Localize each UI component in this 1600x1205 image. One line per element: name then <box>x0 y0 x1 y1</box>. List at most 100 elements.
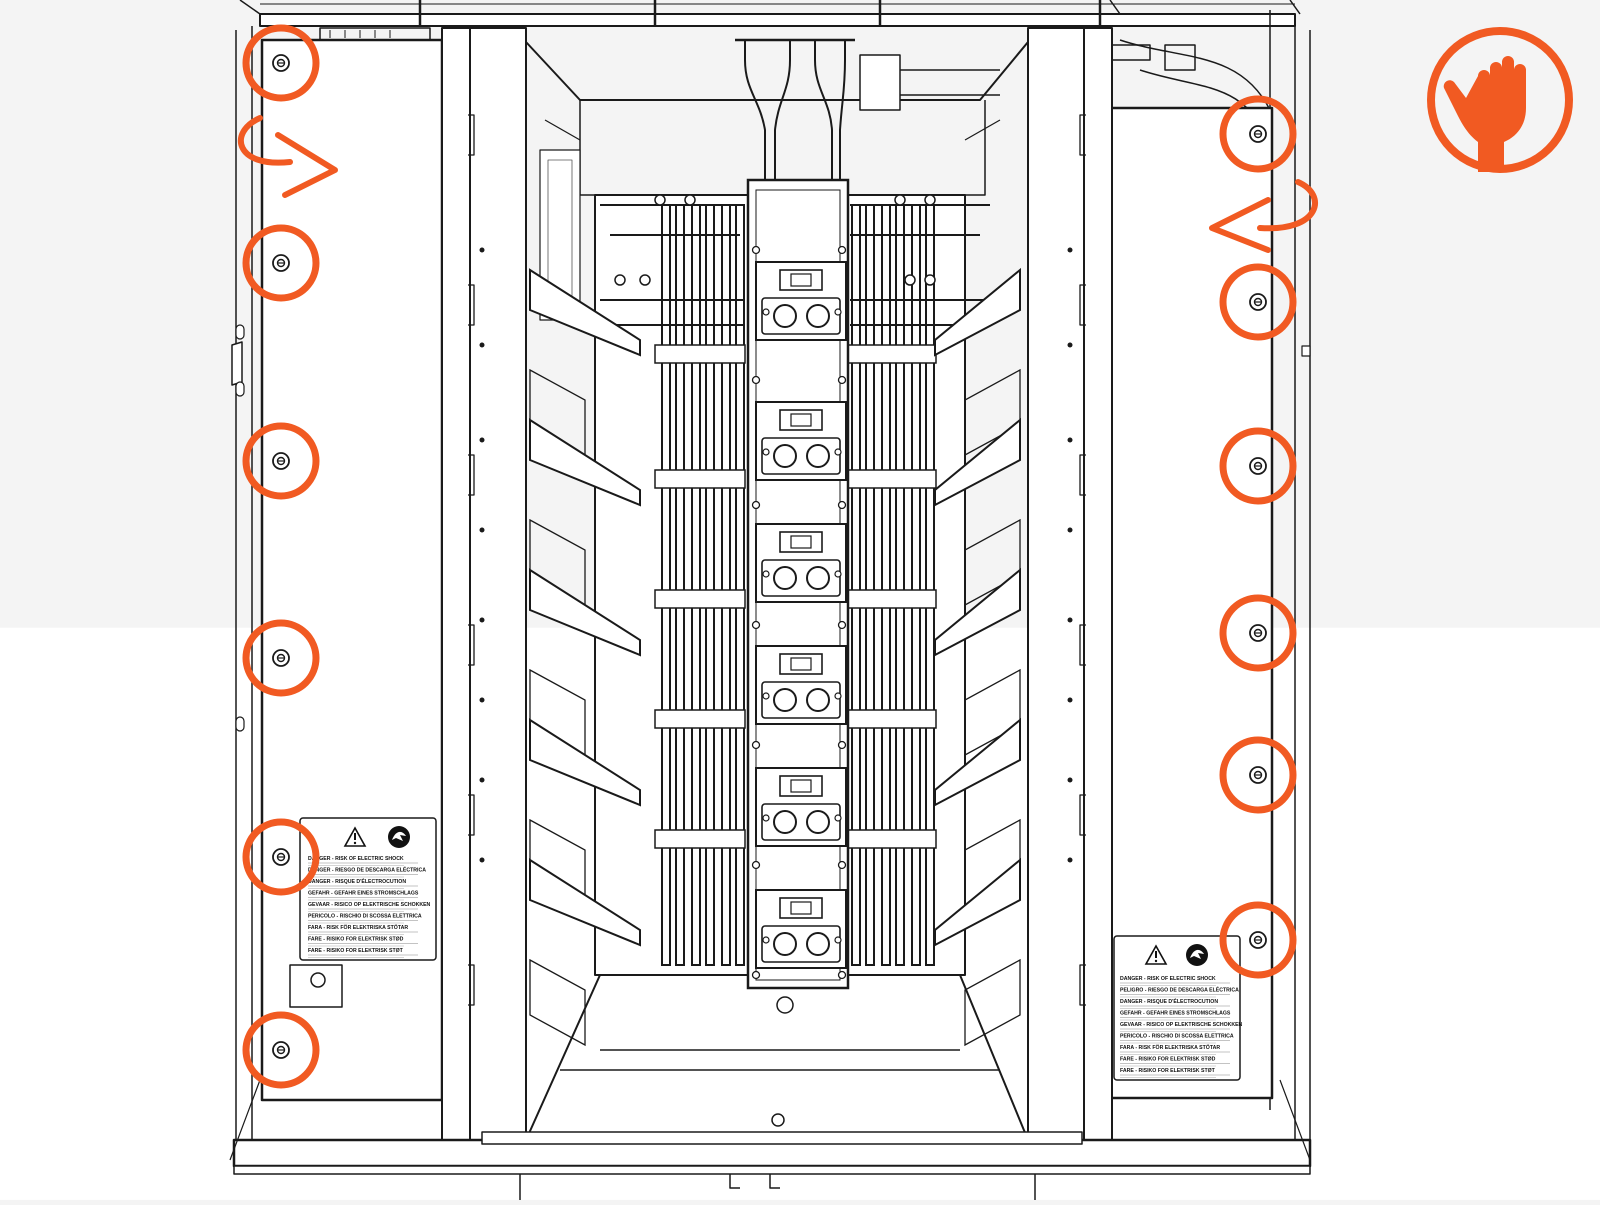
busbar-lines <box>600 204 990 326</box>
pillar-hole <box>1067 617 1073 623</box>
shelf-bracket <box>964 958 1021 1047</box>
rail-clamp <box>654 469 746 489</box>
rail-clamp <box>845 469 937 489</box>
rail <box>691 204 701 966</box>
screw-icon <box>1249 293 1267 311</box>
shelf-left <box>529 718 641 807</box>
screw-highlight-ring <box>242 619 320 697</box>
hand-icon <box>1427 27 1573 173</box>
shelf-right <box>934 857 1021 947</box>
busbar-bolt <box>924 274 936 286</box>
warning-label-line: FARE - RISIKO FOR ELEKTRISK STØT <box>1120 1068 1216 1074</box>
warning-label-left: DANGER - RISK OF ELECTRIC SHOCK DANGER - … <box>299 817 437 961</box>
rail <box>881 204 891 966</box>
rail <box>851 204 861 966</box>
busbar-bolt <box>639 274 651 286</box>
rail <box>865 204 875 966</box>
screw-icon <box>1249 125 1267 143</box>
busbar-bolt <box>654 194 666 206</box>
rail <box>661 204 671 966</box>
screw-highlight-ring <box>1219 736 1297 814</box>
screw-icon <box>272 254 290 272</box>
door-latch-button <box>289 964 343 1008</box>
rail-clamp <box>654 589 746 609</box>
pillar-hole <box>479 777 485 783</box>
screw-icon <box>272 649 290 667</box>
module-bolt <box>837 375 847 385</box>
shelf-right <box>934 417 1021 507</box>
pillar-hole <box>479 697 485 703</box>
warning-label-line: GEVAAR - RISICO OP ELEKTRISCHE SCHOKKEN <box>308 902 431 908</box>
module-bolt <box>751 500 761 510</box>
screw-icon <box>1249 931 1267 949</box>
pillar-hole <box>1067 857 1073 863</box>
warning-label-line: PELIGRO - RIESGO DE DESCARGA ELÉCTRICA <box>1120 986 1239 994</box>
module-bolt <box>837 970 847 980</box>
warning-label-line: GEFAHR - GEFAHR EINES STROMSCHLAGS <box>1120 1011 1231 1017</box>
rail <box>925 204 935 966</box>
warning-triangle-icon <box>343 826 367 847</box>
warning-label-line: GEVAAR - RISICO OP ELEKTRISCHE SCHOKKEN <box>1120 1022 1243 1028</box>
right-panel-screws <box>1219 95 1297 979</box>
power-module <box>755 261 847 341</box>
module-bolt <box>751 620 761 630</box>
screw-icon <box>1249 457 1267 475</box>
busbar-bolt <box>684 194 696 206</box>
warning-label-line: FARA - RISK FÖR ELEKTRISKA STÖTAR <box>308 924 408 931</box>
screw-highlight-ring <box>1219 263 1297 341</box>
top-hoses <box>735 38 1000 190</box>
pillar-hole <box>1067 342 1073 348</box>
busbar-bolt <box>614 274 626 286</box>
module-bolt <box>751 375 761 385</box>
module-bolt <box>751 245 761 255</box>
rail-clamp <box>845 344 937 364</box>
screw-highlight-ring <box>242 818 320 896</box>
warning-triangle-icon <box>1144 944 1168 965</box>
module-bolt <box>751 860 761 870</box>
cabinet-base <box>229 996 1312 1200</box>
power-module <box>755 889 847 969</box>
warning-label-line: DANGER - RISQUE D'ÉLECTROCUTION <box>1120 997 1218 1005</box>
pillar-hole <box>479 527 485 533</box>
pillar-hole <box>479 342 485 348</box>
power-module <box>755 401 847 481</box>
shelf-right <box>934 717 1021 807</box>
rail-clamp <box>845 709 937 729</box>
rail-clamp <box>845 589 937 609</box>
shelf-bracket <box>964 368 1021 457</box>
electric-shock-icon <box>388 826 410 848</box>
shelf-left <box>529 568 641 657</box>
warning-label-right: DANGER - RISK OF ELECTRIC SHOCK PELIGRO -… <box>1113 935 1243 1081</box>
screw-icon <box>272 848 290 866</box>
top-frame <box>239 0 1301 27</box>
screw-highlight-ring <box>1219 901 1297 979</box>
pillar-hole <box>1067 777 1073 783</box>
electric-shock-icon <box>1186 944 1208 966</box>
pillar-hole <box>479 617 485 623</box>
warning-label-line: FARE - RISIKO FOR ELEKTRISK STØT <box>308 948 404 954</box>
screw-highlight-ring <box>1219 95 1297 173</box>
shelf-bracket <box>964 668 1021 757</box>
screw-icon <box>272 1041 290 1059</box>
warning-label-line: FARA - RISK FÖR ELEKTRISKA STÖTAR <box>1120 1044 1220 1051</box>
rail-clamp <box>654 344 746 364</box>
power-module <box>755 645 847 725</box>
rail <box>675 204 685 966</box>
screw-highlight-ring <box>242 24 320 102</box>
warning-label-line: DANGER - RISK OF ELECTRIC SHOCK <box>1120 976 1216 982</box>
busbar-bolt <box>904 274 916 286</box>
rail <box>735 204 745 966</box>
module-bolt <box>837 500 847 510</box>
warning-label-line: DANGER - RIESGO DE DESCARGA ELÉCTRICA <box>308 866 426 874</box>
power-module <box>755 523 847 603</box>
power-modules <box>746 178 850 990</box>
busbar-bolt <box>924 194 936 206</box>
rail <box>705 204 715 966</box>
shelf-right <box>934 567 1021 657</box>
screw-highlight-ring <box>242 224 320 302</box>
rail-clamp <box>654 709 746 729</box>
module-rails <box>600 194 990 966</box>
support-shelves <box>479 247 1073 1047</box>
warning-label-line: DANGER - RISK OF ELECTRIC SHOCK <box>308 856 404 862</box>
